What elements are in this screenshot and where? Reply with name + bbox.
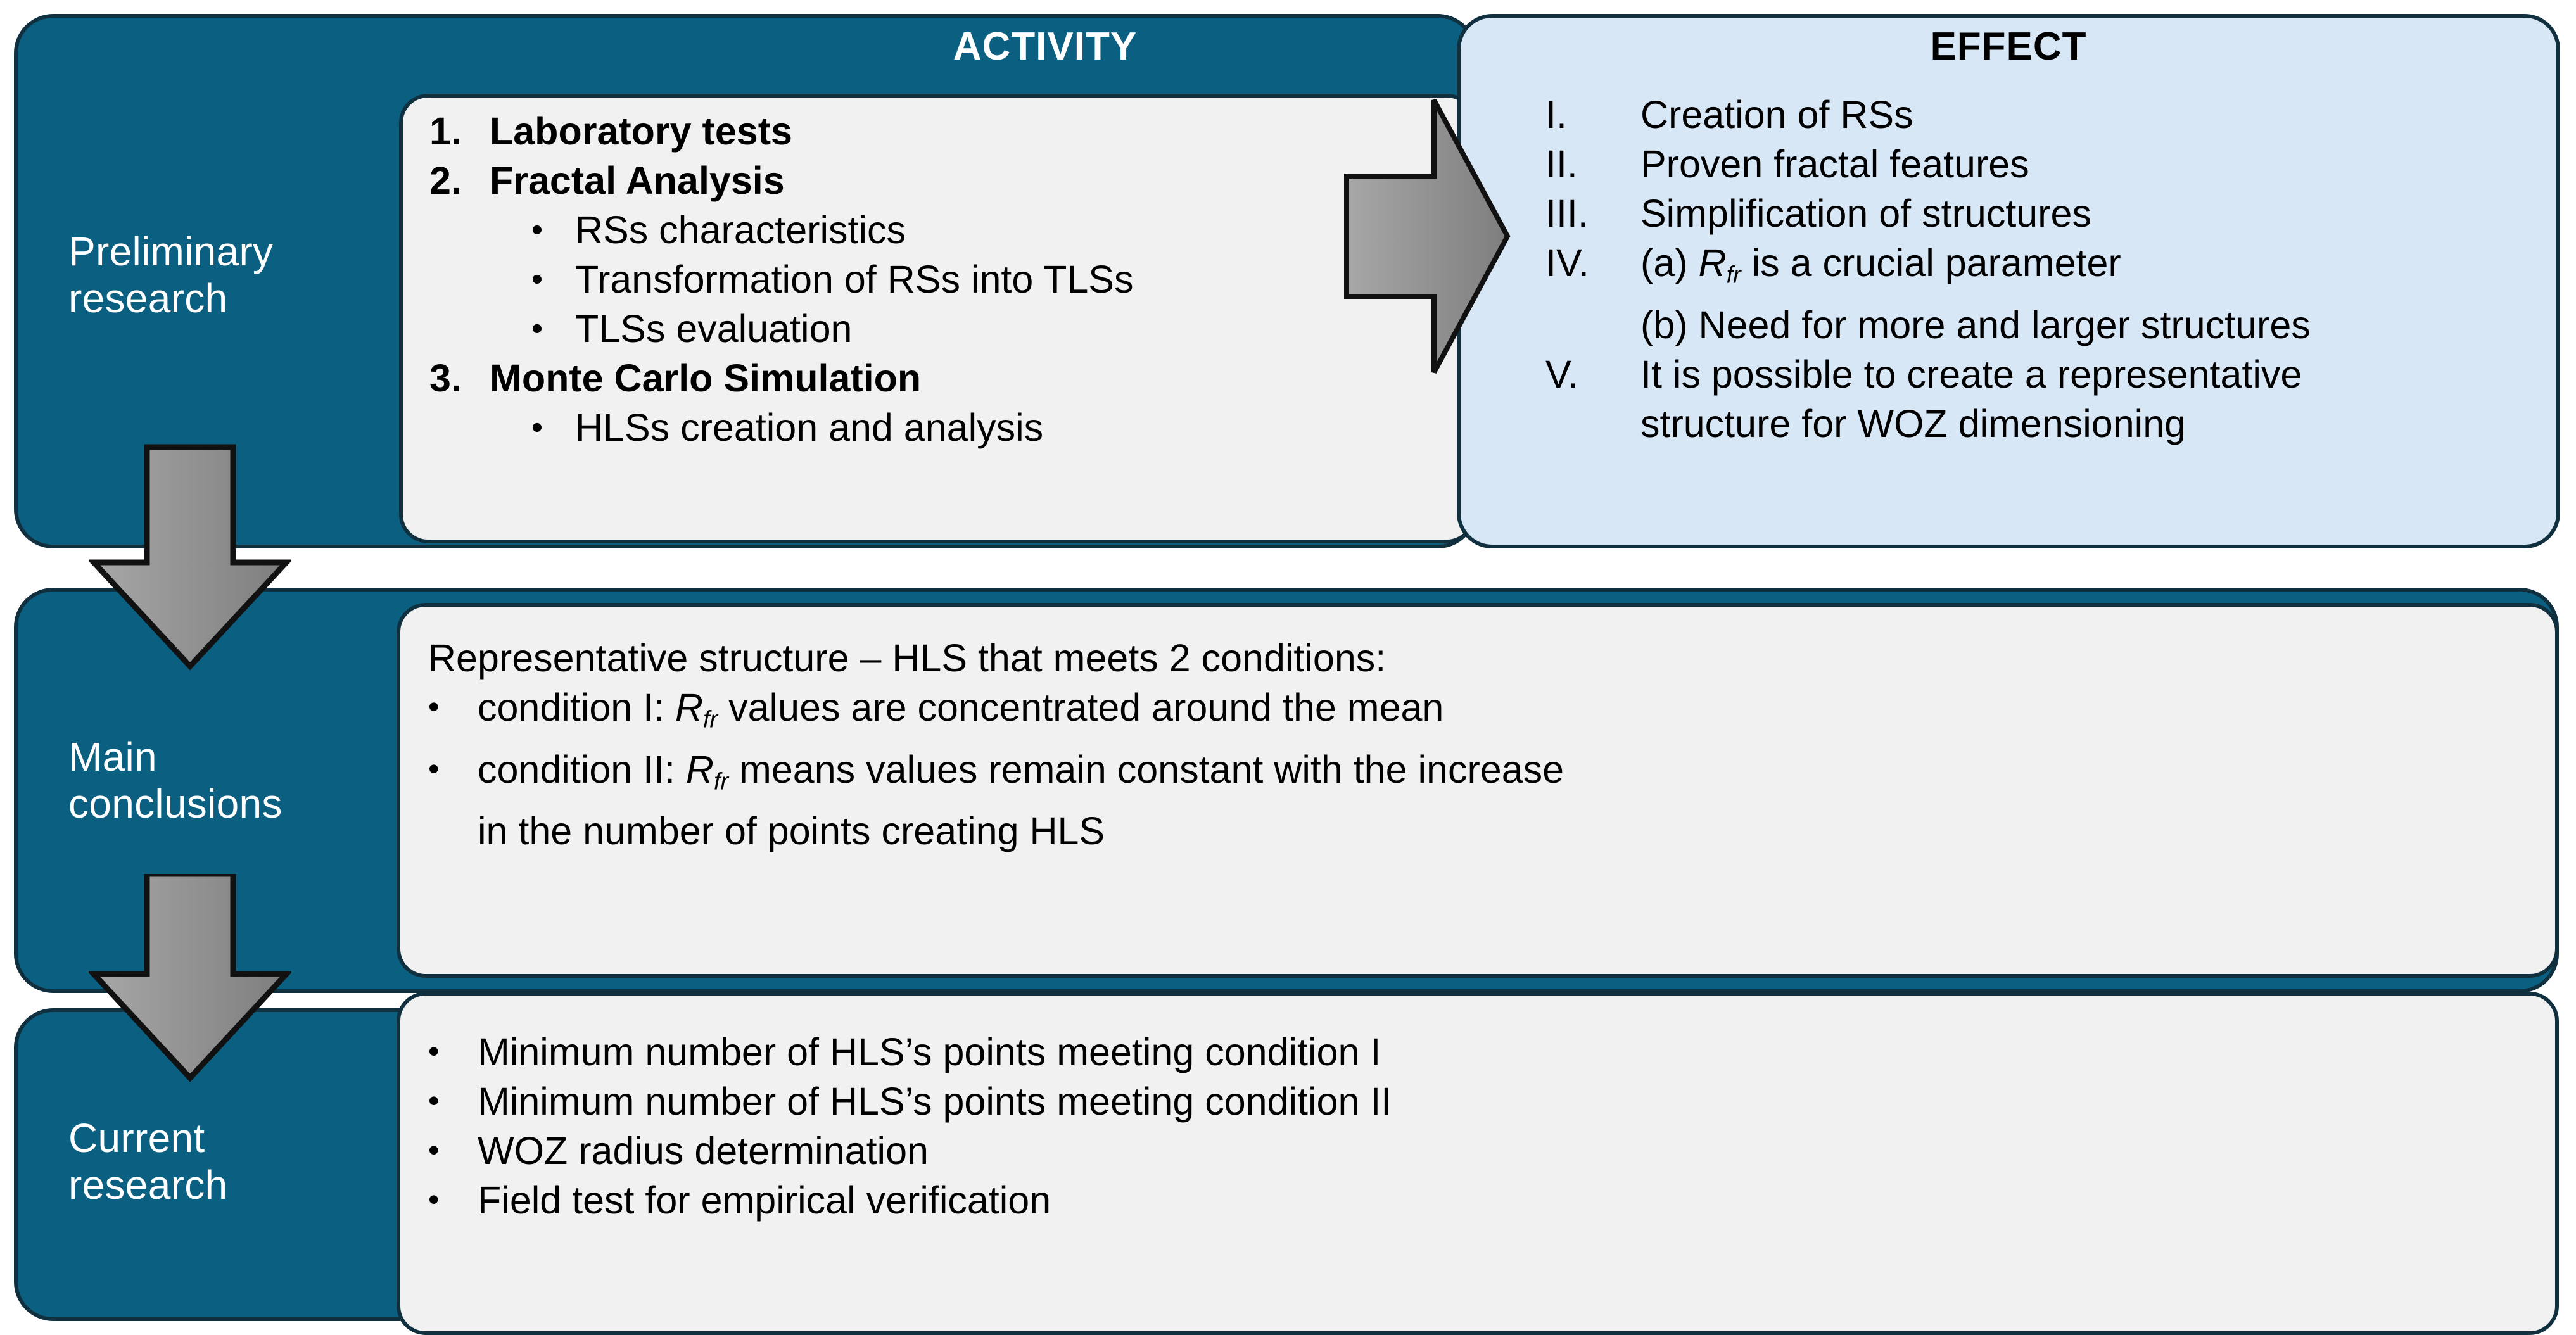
list-text: structure for WOZ dimensioning [1640, 402, 2186, 445]
section-label-main: Main conclusions [68, 733, 360, 827]
list-item: • TLSs evaluation [499, 304, 1462, 353]
preliminary-to-main-arrow [89, 443, 291, 671]
list-text: in the number of points creating HLS [478, 809, 1105, 853]
list-marker: 3. [429, 357, 462, 400]
bullet-icon: • [428, 1034, 440, 1069]
activity-to-effect-arrow [1342, 96, 1513, 376]
section-label-current-line2: research [68, 1162, 228, 1208]
list-text: Fractal Analysis [490, 159, 785, 202]
activity-list: 1. Laboratory tests 2. Fractal Analysis … [429, 106, 1462, 452]
effect-panel [1457, 14, 2560, 548]
list-text: Minimum number of HLS’s points meeting c… [478, 1030, 1381, 1073]
list-item: • Transformation of RSs into TLSs [499, 255, 1462, 304]
symbol-r-subscript: fr [713, 768, 729, 795]
section-label-current: Current research [68, 1115, 360, 1208]
main-conclusions-panel [397, 603, 2559, 978]
section-label-current-line1: Current [68, 1115, 205, 1161]
list-text: (b) Need for more and larger structures [1640, 303, 2311, 346]
list-item: 1. Laboratory tests [429, 106, 1462, 156]
list-text: Simplification of structures [1640, 192, 2091, 235]
bullet-icon: • [531, 310, 543, 347]
list-text: (a) Rfr is a crucial parameter [1640, 241, 2121, 289]
list-item: • Minimum number of HLS’s points meeting… [428, 1027, 2531, 1077]
list-item: II. Proven fractal features [1545, 139, 2546, 189]
symbol-r: R [675, 686, 704, 729]
symbol-r-subscript: fr [1726, 262, 1741, 289]
list-item: • condition I: Rfr values are concentrat… [428, 683, 2531, 745]
list-marker: II. [1545, 142, 1578, 186]
bullet-icon: • [531, 261, 543, 298]
column-title-effect: EFFECT [1930, 25, 2087, 68]
bullet-icon: • [428, 1083, 440, 1118]
list-item: • Minimum number of HLS’s points meeting… [428, 1077, 2531, 1126]
lead-text: Representative structure – HLS that meet… [428, 636, 1386, 680]
list-text: Minimum number of HLS’s points meeting c… [478, 1080, 1392, 1123]
list-item: • HLSs creation and analysis [499, 403, 1462, 452]
list-item: IV. (a) Rfr is a crucial parameter [1545, 238, 2546, 300]
main-conclusions-list: Representative structure – HLS that meet… [428, 633, 2531, 856]
current-research-list: • Minimum number of HLS’s points meeting… [428, 1027, 2531, 1225]
bullet-icon: • [428, 1182, 440, 1217]
bullet-icon: • [428, 750, 440, 787]
list-marker: 2. [429, 159, 462, 202]
list-text: It is possible to create a representativ… [1640, 352, 2302, 396]
current-research-panel [397, 992, 2559, 1335]
list-item: III. Simplification of structures [1545, 189, 2546, 238]
list-item: • RSs characteristics [499, 205, 1462, 255]
list-marker: I. [1545, 93, 1567, 136]
activity-panel [399, 94, 1476, 543]
bullet-icon: • [428, 1132, 440, 1168]
list-item: 2. Fractal Analysis [429, 156, 1462, 205]
list-item: V. It is possible to create a representa… [1545, 350, 2546, 399]
section-label-preliminary: Preliminary research [68, 228, 341, 322]
list-item: in the number of points creating HLS [428, 806, 2531, 856]
list-marker: V. [1545, 352, 1579, 396]
section-label-preliminary-line2: research [68, 275, 228, 321]
list-text: Laboratory tests [490, 110, 792, 153]
list-item: 3. Monte Carlo Simulation [429, 353, 1462, 403]
list-text: TLSs evaluation [575, 307, 853, 350]
list-text: condition I: Rfr values are concentrated… [478, 686, 1444, 733]
list-item: • condition II: Rfr means values remain … [428, 745, 2531, 807]
bullet-icon: • [428, 689, 440, 724]
main-to-current-arrow [89, 874, 291, 1083]
list-text: Creation of RSs [1640, 93, 1913, 136]
list-item: • WOZ radius determination [428, 1126, 2531, 1175]
list-item: structure for WOZ dimensioning [1545, 399, 2546, 448]
list-text: condition II: Rfr means values remain co… [478, 747, 1564, 795]
lead-text-row: Representative structure – HLS that meet… [428, 633, 2531, 683]
list-text: Monte Carlo Simulation [490, 357, 922, 400]
symbol-r-subscript: fr [703, 706, 718, 733]
list-item: (b) Need for more and larger structures [1545, 300, 2546, 350]
list-text: Field test for empirical verification [478, 1179, 1051, 1222]
list-marker: IV. [1545, 241, 1589, 284]
section-label-main-line2: conclusions [68, 781, 282, 826]
section-label-preliminary-line1: Preliminary [68, 229, 274, 274]
section-label-main-line1: Main [68, 734, 157, 780]
symbol-r: R [1698, 241, 1727, 284]
list-marker: 1. [429, 110, 462, 153]
list-text: WOZ radius determination [478, 1129, 929, 1172]
bullet-icon: • [531, 212, 543, 248]
list-item: I. Creation of RSs [1545, 90, 2546, 139]
effect-list: I. Creation of RSs II. Proven fractal fe… [1545, 90, 2546, 448]
column-title-activity: ACTIVITY [953, 25, 1138, 68]
list-text: RSs characteristics [575, 208, 906, 251]
list-text: Proven fractal features [1640, 142, 2029, 186]
list-item: • Field test for empirical verification [428, 1175, 2531, 1225]
symbol-r: R [685, 747, 714, 791]
list-text: HLSs creation and analysis [575, 406, 1044, 449]
list-marker: III. [1545, 192, 1589, 235]
list-text: Transformation of RSs into TLSs [575, 258, 1134, 301]
bullet-icon: • [531, 409, 543, 446]
